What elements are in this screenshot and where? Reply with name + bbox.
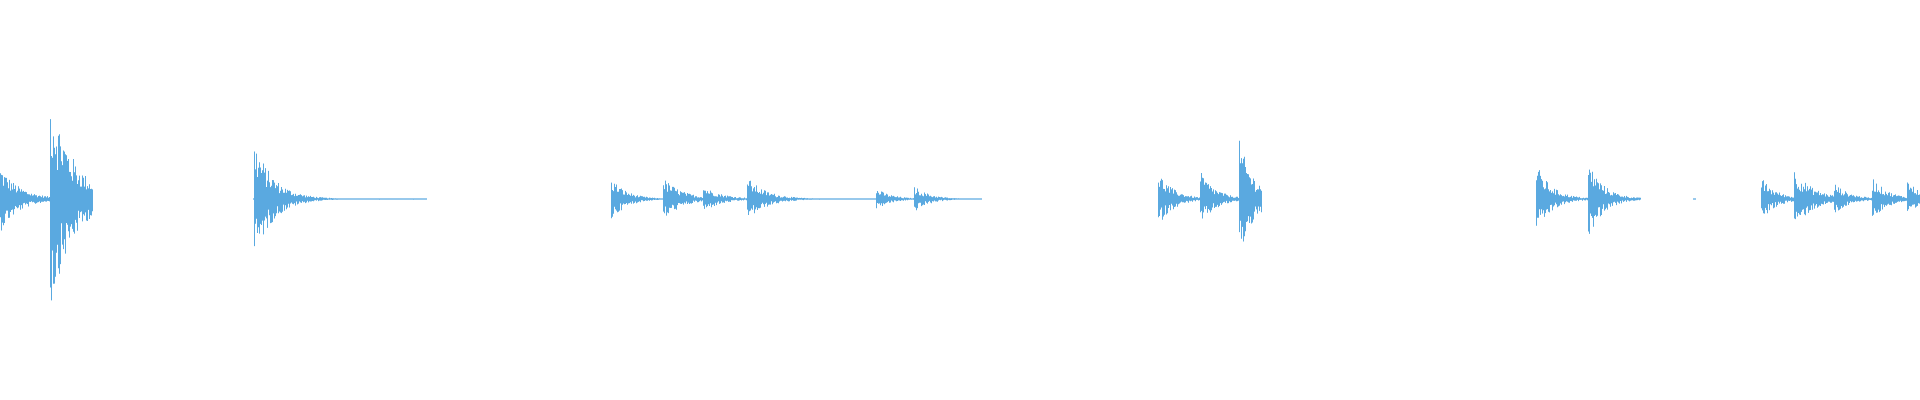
audio-clip[interactable] bbox=[611, 180, 982, 219]
audio-clip[interactable] bbox=[1536, 169, 1641, 234]
audio-clip[interactable] bbox=[1158, 140, 1262, 242]
audio-clip[interactable] bbox=[0, 119, 93, 301]
clip-samples bbox=[1158, 140, 1262, 242]
audio-clip[interactable] bbox=[1693, 198, 1696, 200]
clip-samples bbox=[1761, 172, 1920, 220]
audio-clip[interactable] bbox=[1761, 172, 1920, 220]
clip-samples bbox=[1536, 169, 1641, 234]
clip-samples bbox=[1693, 198, 1696, 200]
clip-samples bbox=[253, 151, 427, 247]
clip-samples bbox=[0, 119, 93, 301]
clip-samples bbox=[611, 180, 982, 219]
audio-clip[interactable] bbox=[253, 151, 427, 247]
